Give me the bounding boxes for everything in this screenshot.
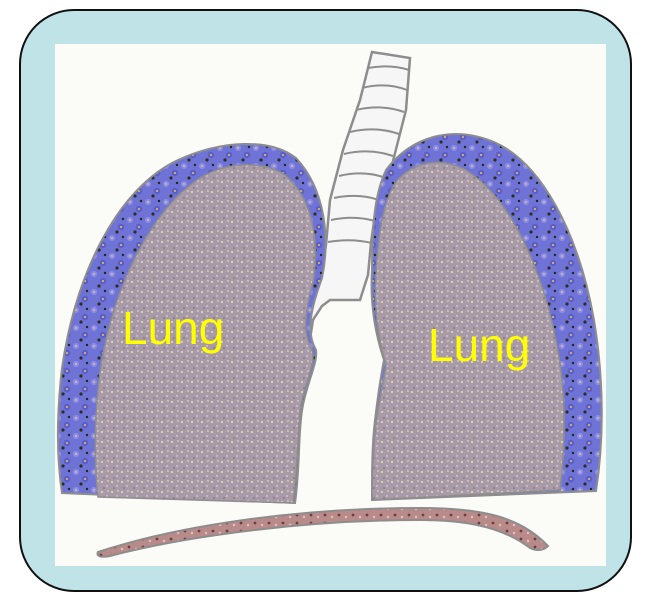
left-lung-label: Lung	[122, 302, 224, 354]
diaphragm	[98, 508, 549, 557]
right-lung-label: Lung	[428, 319, 530, 371]
right-lung	[372, 134, 602, 500]
